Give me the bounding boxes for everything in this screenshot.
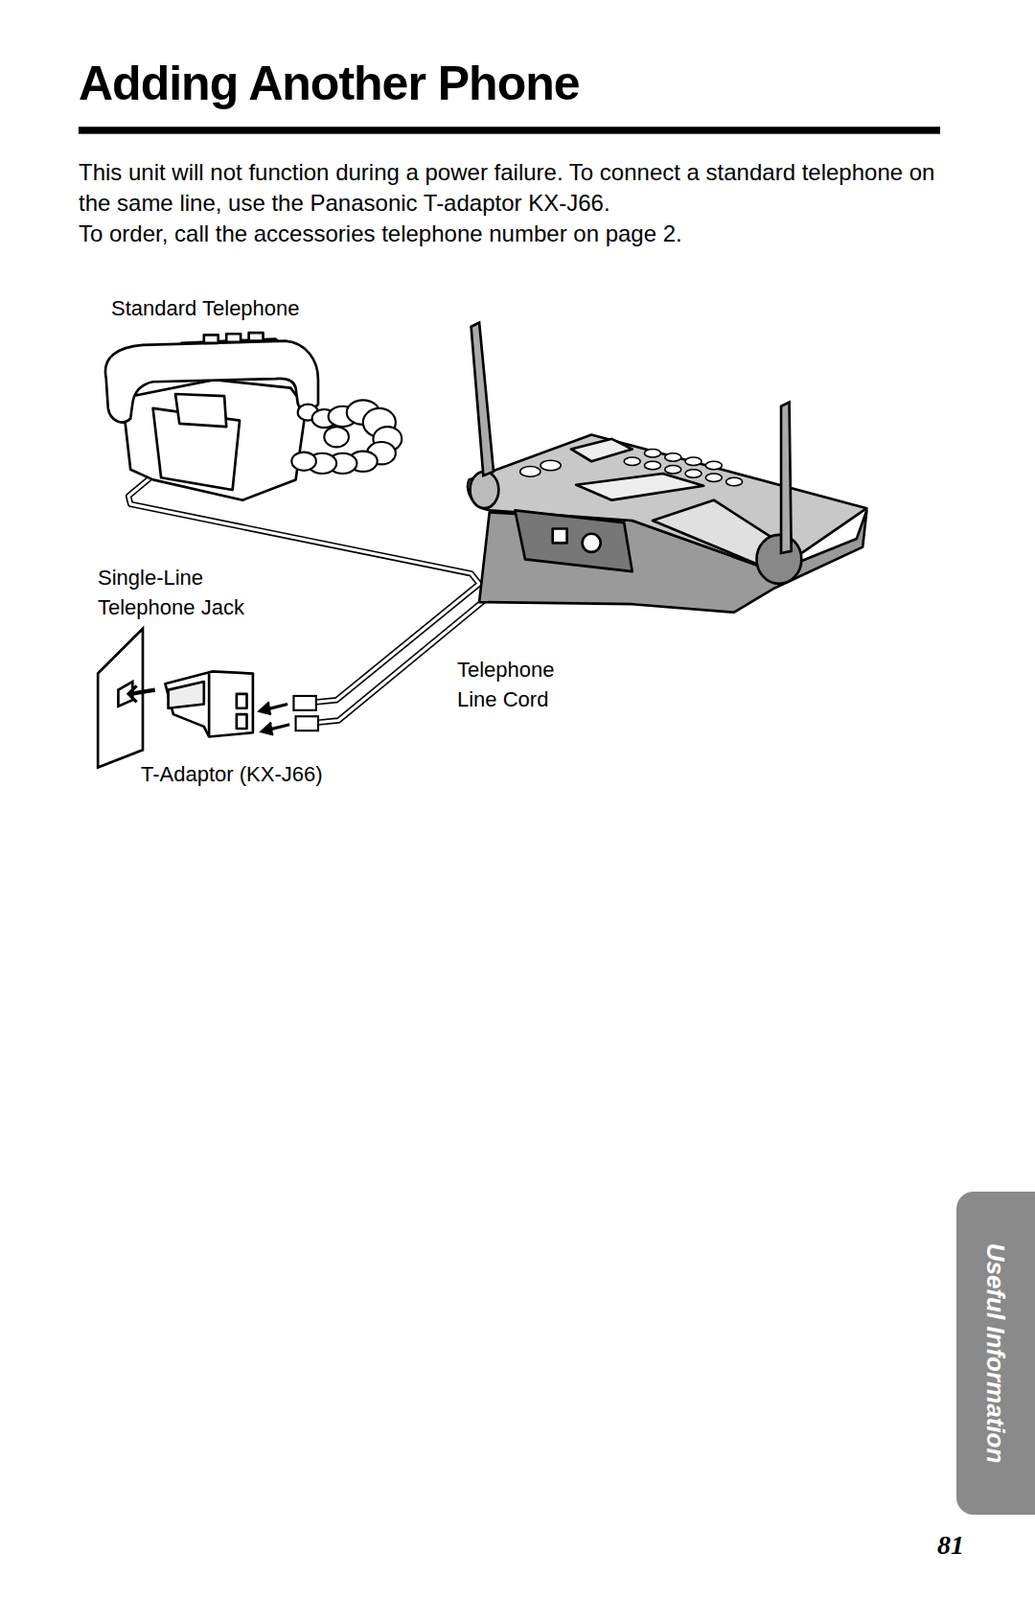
t-adaptor [164, 670, 253, 736]
page-number: 81 [937, 1529, 965, 1561]
body-text: To order, call the accessories telephone… [78, 218, 942, 250]
body-text: This unit will not function during a pow… [78, 157, 942, 219]
page-title: Adding Another Phone [78, 55, 580, 112]
part-label: Telephone Line Cord [457, 654, 582, 714]
title-rule [78, 126, 941, 134]
tab-text: Useful Information [981, 1242, 1012, 1464]
wall-jack [97, 628, 156, 768]
section-tab: Useful Information [956, 1191, 1035, 1515]
coil-cord [291, 399, 402, 474]
plugs [258, 695, 319, 735]
standard-telephone [105, 332, 319, 501]
part-label: T-Adaptor (KX-J66) [140, 759, 323, 789]
base-unit [467, 435, 867, 613]
part-label: Standard Telephone [111, 293, 300, 323]
antennas [471, 322, 792, 553]
part-label: Single-Line Telephone Jack [97, 562, 271, 622]
